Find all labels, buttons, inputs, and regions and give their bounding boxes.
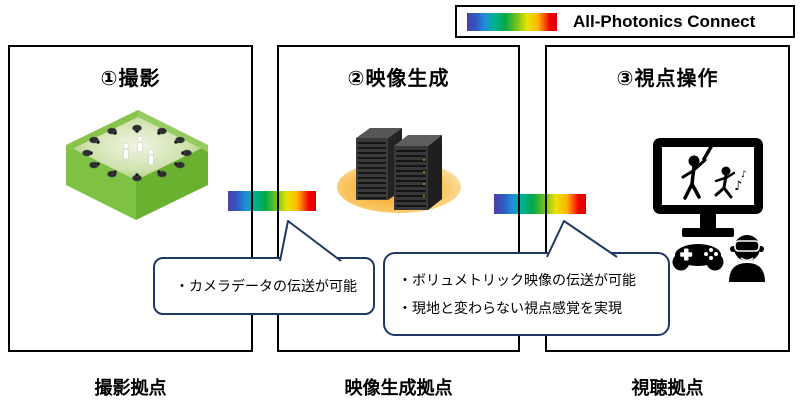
- callout-camera-data: ・カメラデータの伝送が可能: [153, 257, 375, 315]
- base-label-generation: 映像生成拠点: [344, 378, 453, 398]
- monitor-icon: [653, 138, 763, 237]
- panel-capture-title: ①撮影: [100, 68, 161, 90]
- callout-tail: [270, 213, 350, 263]
- server-tower-right: [394, 135, 442, 210]
- monitor-gamepad-vr-icon: ♪ ♪: [648, 136, 793, 286]
- panel-border-overlay: [545, 194, 547, 214]
- music-note-icon: ♪: [741, 170, 747, 180]
- callout-line: ・ボリュメトリック映像の伝送が可能: [398, 272, 636, 288]
- legend-box: All-Photonics Connect: [455, 5, 795, 38]
- gamepad-icon: [672, 244, 724, 271]
- legend-label: All-Photonics Connect: [573, 11, 756, 31]
- performers-icons: [123, 136, 154, 166]
- camera-ring-icons: [82, 124, 192, 182]
- base-label-capture: 撮影拠点: [94, 378, 167, 398]
- callout-line: ・カメラデータの伝送が可能: [175, 278, 357, 294]
- panel-border-overlay: [277, 191, 279, 211]
- panel-border-overlay: [518, 194, 520, 214]
- panel-border-overlay: [251, 191, 253, 211]
- apn-connector-2: [494, 194, 586, 214]
- performer-on-screen-icon: [681, 145, 713, 200]
- apn-connector-1: [228, 191, 316, 211]
- callout-line: ・現地と変わらない視点感覚を実現: [398, 300, 622, 316]
- panel-generation-title: ②映像生成: [347, 68, 450, 90]
- base-label-viewing: 視聴拠点: [631, 378, 704, 398]
- server-rack-icon: [336, 116, 466, 216]
- callout-volumetric: ・ボリュメトリック映像の伝送が可能 ・現地と変わらない視点感覚を実現: [383, 252, 670, 336]
- panel-viewing-title: ③視点操作: [616, 68, 719, 90]
- dancer-on-screen-icon: [714, 166, 736, 199]
- volumetric-capture-stage-icon: [58, 106, 213, 226]
- music-note-icon: ♪: [734, 179, 742, 194]
- stage-box: [66, 110, 208, 220]
- spectrum-gradient-icon: [467, 12, 557, 31]
- vr-user-icon: [729, 235, 765, 282]
- callout-tail: [540, 213, 625, 259]
